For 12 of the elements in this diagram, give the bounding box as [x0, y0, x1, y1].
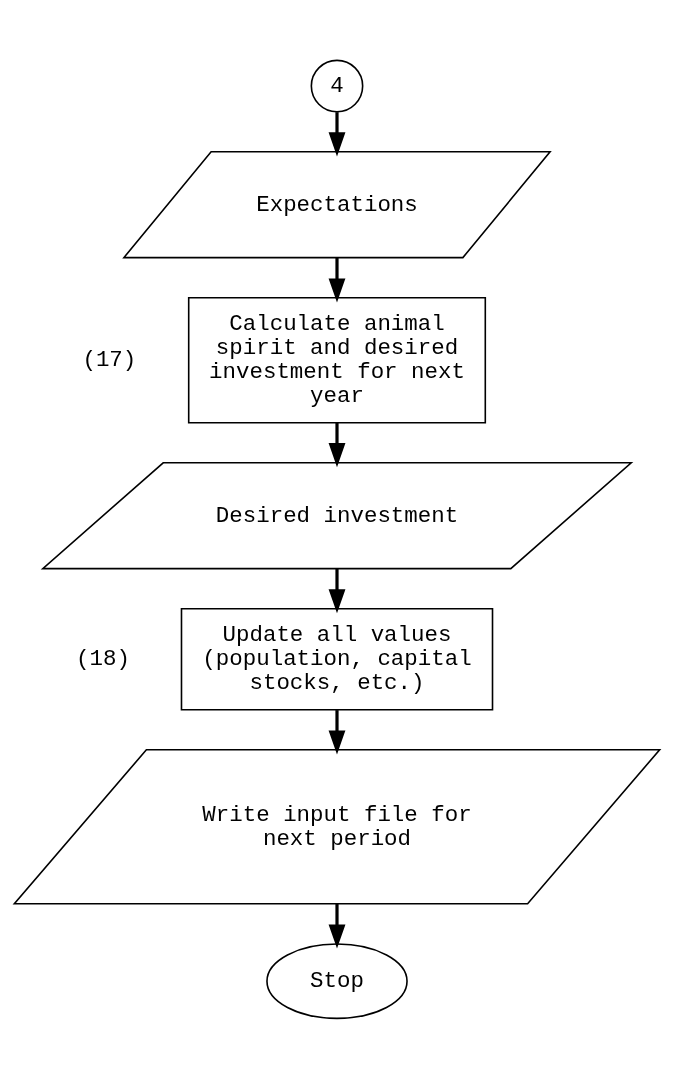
arrow: [328, 257, 346, 303]
arrow: [328, 568, 346, 614]
node-label: (18): [76, 646, 130, 673]
node-circle: 4: [310, 59, 364, 113]
arrow: [328, 112, 346, 157]
node-ellipse: Stop: [266, 943, 408, 1020]
arrow: [328, 710, 346, 755]
node-box: Calculate animal spirit and desired investment for next year: [187, 296, 487, 424]
arrow: [328, 422, 346, 468]
arrow: [328, 903, 346, 949]
node-label: (17): [82, 347, 137, 374]
node-box: Update all values (population, capital stocks, etc.): [180, 607, 494, 711]
